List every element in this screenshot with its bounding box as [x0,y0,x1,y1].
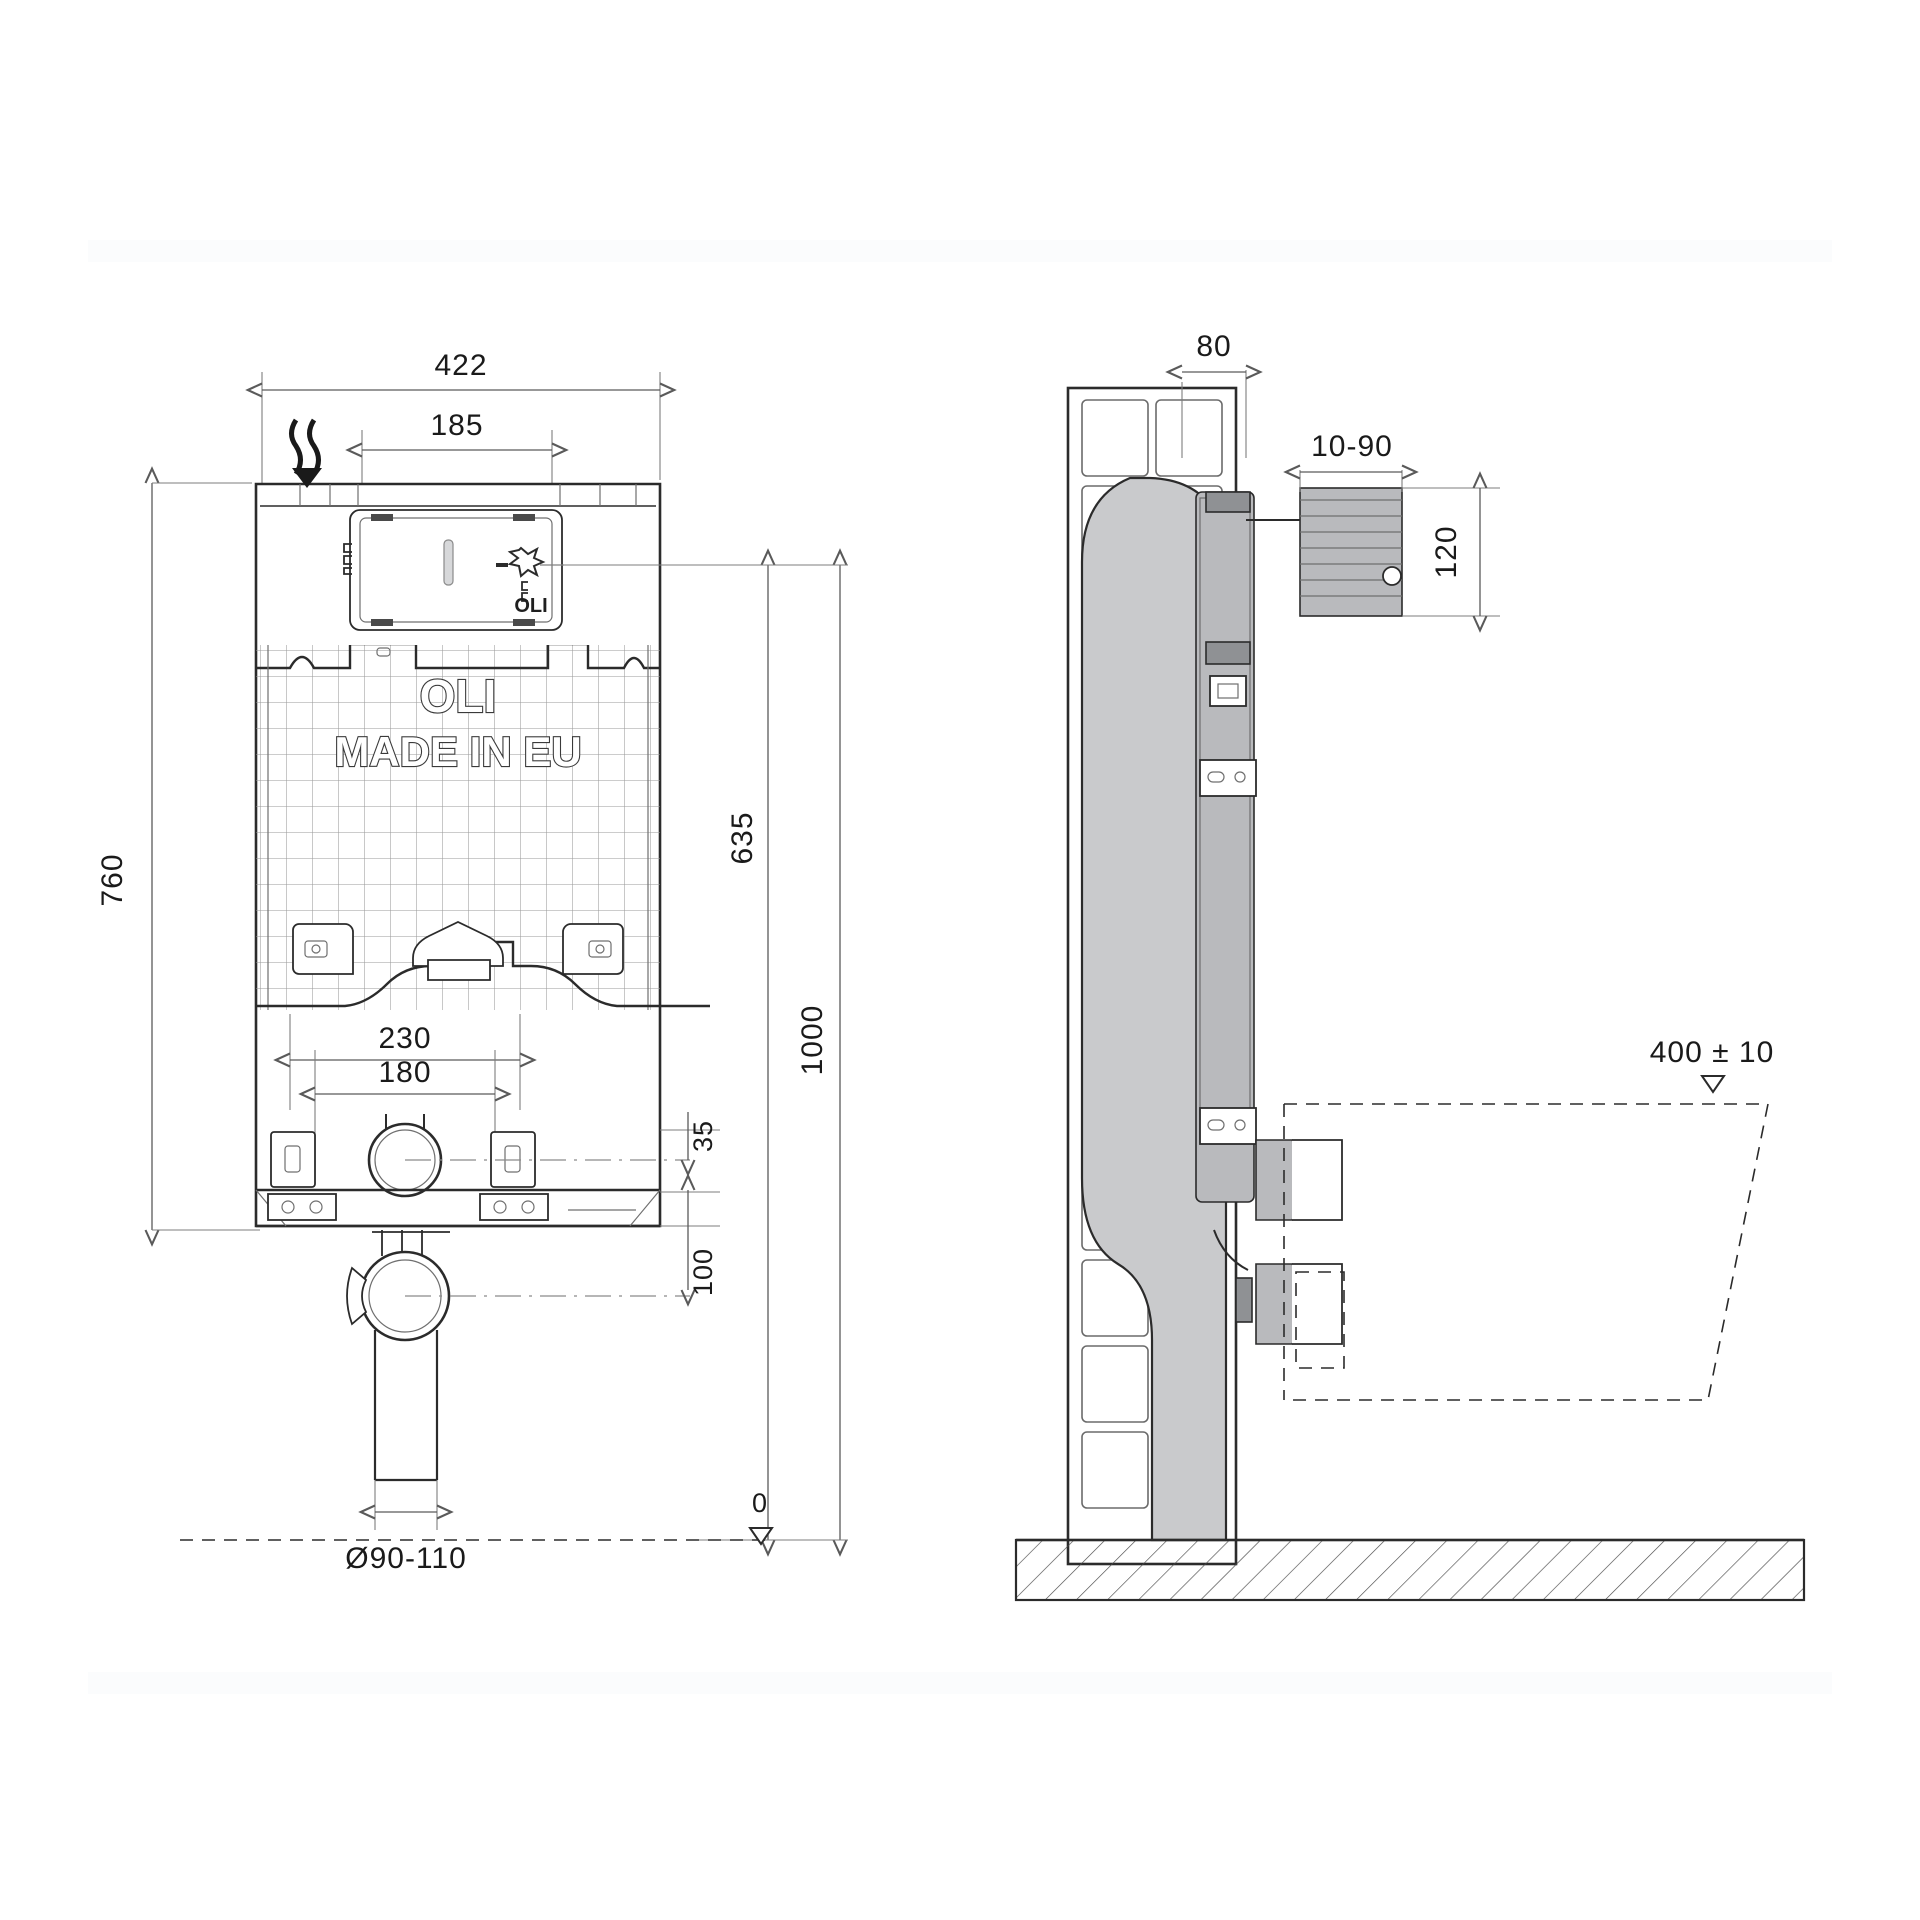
frame-clip-tl [371,514,393,521]
foot-right [479,1193,549,1221]
tank-inner-walls [267,645,649,1010]
inlet-box [1299,487,1403,617]
cistern-top-rim [256,483,660,507]
inlet-box-ribs [1300,499,1402,597]
outlet-bend [1213,1229,1249,1271]
datum-label-zero: 0 [752,1488,768,1518]
inspection-panel-logo: OLI [514,595,547,617]
wc-bowl-inlet [1295,1271,1345,1369]
tank-contour-group [256,645,660,1010]
dim-label-180: 180 [378,1056,431,1089]
frame-clip-tr [513,514,535,521]
frame-clip-bl [371,619,393,626]
dim-label-185: 185 [430,409,483,442]
tank-top-contour [256,645,660,670]
access-box-3 [1199,1107,1257,1145]
flush-slot [443,539,454,586]
bracket-left-slot [304,940,328,958]
dim-label-drain-dia: Ø90-110 [345,1542,467,1575]
floor-slab [1014,1538,1806,1602]
bracket-right-hole [595,944,605,954]
inspection-frame [349,509,563,631]
water-inlet-arrow-icon [289,418,322,488]
dim-label-1000: 1000 [796,1005,829,1076]
bracket-right-slot [588,940,612,958]
dim-label-35: 35 [688,1120,718,1152]
foot-left-hole2 [309,1200,323,1214]
frame-clip-br [513,619,535,626]
wc-bowl-outline [1284,1103,1769,1401]
page-band-bottom [88,1672,1832,1694]
access-box-1 [1209,675,1247,707]
drain-pipe-walls [373,1330,439,1480]
side-section-view: 80 10-90 120 400 ± 10 [1014,330,1806,1602]
outlet-cap-band [427,959,491,981]
cistern-inner-column [1195,491,1255,1203]
access-hole-3 [1234,1119,1246,1131]
outlet-cap [412,921,504,967]
foot-left-hole1 [281,1200,295,1214]
front-elevation-view: 422 185 760 OLI [96,349,848,1575]
cistern-rim-ribs [299,484,637,506]
drain-collar-ribs [381,1230,423,1256]
dim-label-230: 230 [378,1022,431,1055]
flushplate-side [1205,491,1251,513]
cistern-base-assembly [255,1114,690,1228]
access-hole-2 [1234,771,1246,783]
outlet-valve-body [1235,1277,1253,1323]
datum-triangle-zero-icon [748,1527,774,1546]
bracket-left [292,923,354,975]
dim-label-422: 422 [434,349,487,382]
access-slot-2a [1207,771,1225,783]
foot-right-hole2 [521,1200,535,1214]
bracket-left-hole [311,944,321,954]
dim-label-100: 100 [688,1248,718,1296]
inlet-connector [1382,566,1402,586]
tank-grid-face [256,645,660,1010]
access-slot-3a [1207,1119,1225,1131]
latch-left [343,543,352,575]
tank-lower-shelf [256,921,710,1008]
dim-label-80: 80 [1196,330,1231,363]
dim-label-120: 120 [1430,525,1463,578]
drain-pipe-assembly [346,1230,690,1482]
access-box-2 [1199,759,1257,797]
dim-label-760: 760 [96,853,129,906]
drain-elbow-tab [346,1266,368,1326]
wc-spigot-upper [1255,1139,1343,1221]
dim-label-400: 400 ± 10 [1650,1036,1775,1069]
anchor-right-slot [504,1145,521,1173]
access-box-1-inner [1217,683,1239,699]
dim-label-10-90: 10-90 [1311,430,1393,463]
foot-left [267,1193,337,1221]
bracket-right [562,923,624,975]
foot-right-hole1 [493,1200,507,1214]
wc-outlet-neck [385,1114,425,1130]
page-band-top [88,240,1832,262]
anchor-left-slot [284,1145,301,1173]
tank-top-hole [376,647,391,657]
dim-label-635: 635 [726,811,759,864]
tank-logo-oli: OLI [420,670,497,722]
inspection-frame-inner [359,517,553,623]
anchor-left [270,1131,316,1188]
tank-made-in-eu: MADE IN EU [334,728,581,775]
wc-spigot-lower [1255,1263,1343,1345]
datum-triangle-wc-icon [1700,1075,1726,1094]
flushplate-side-2 [1205,641,1251,665]
